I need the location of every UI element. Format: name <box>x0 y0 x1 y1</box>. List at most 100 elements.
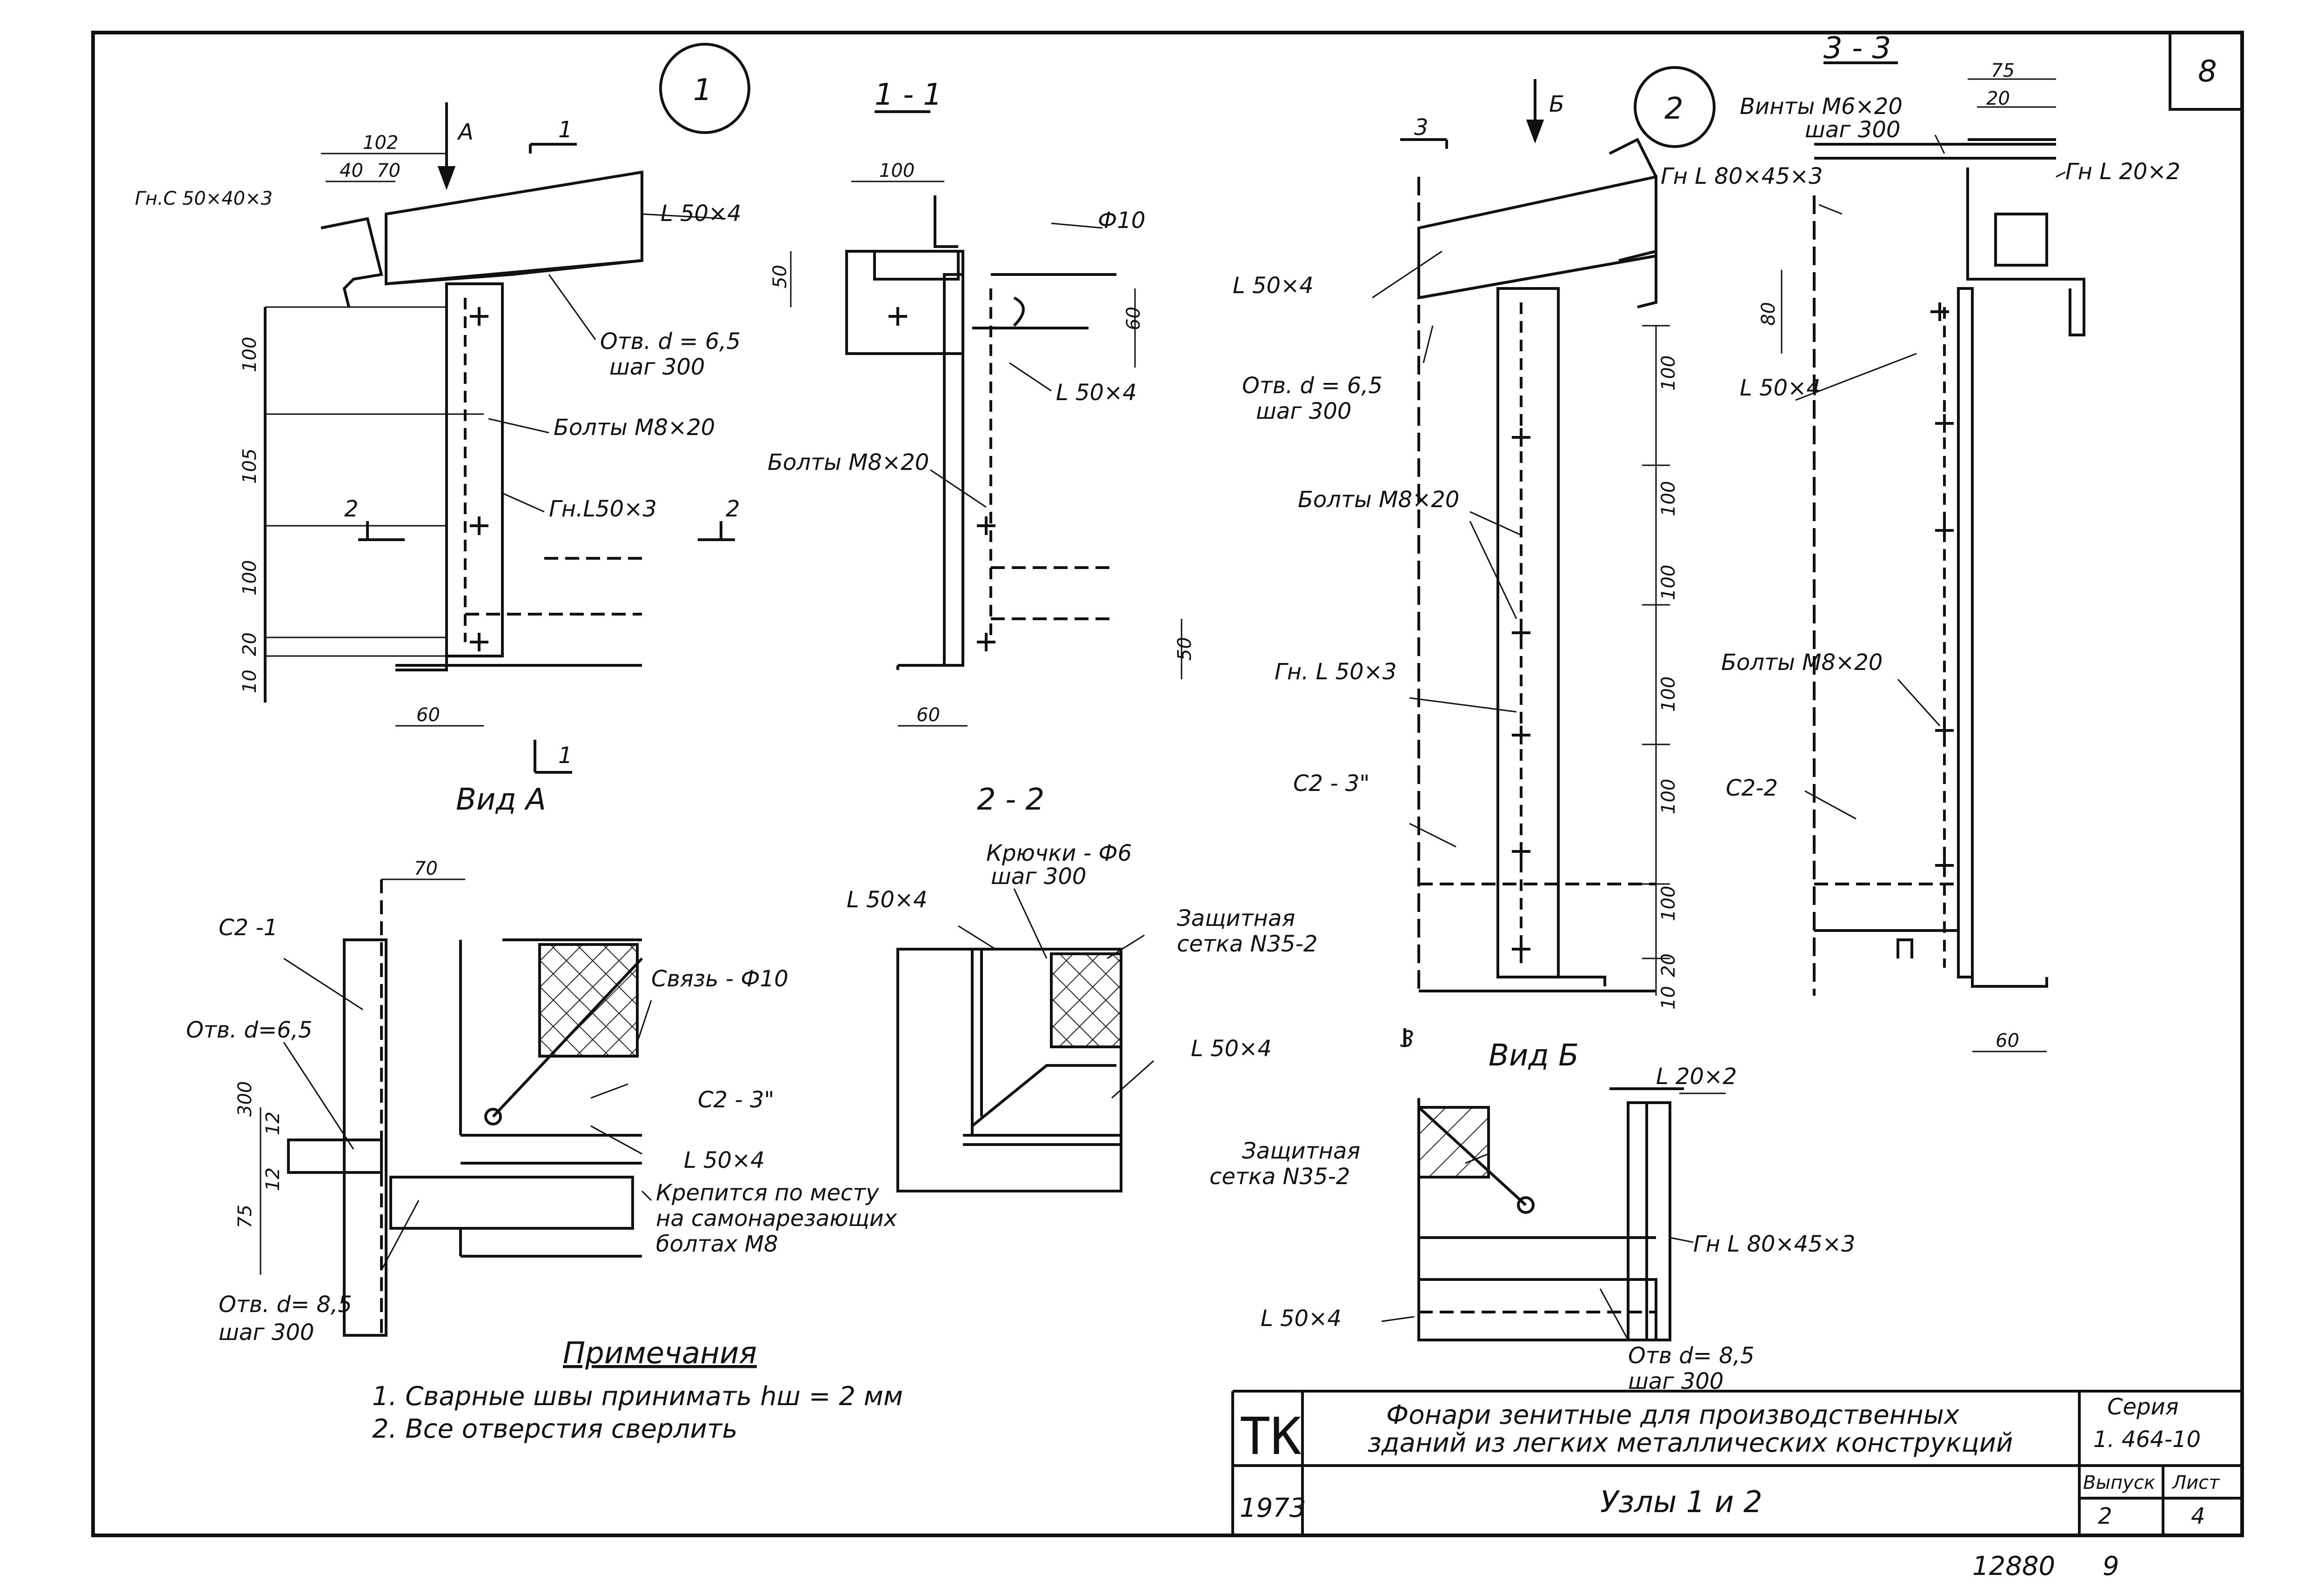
n2-gn-angle: Гн. L 50×3 <box>1275 659 1396 685</box>
n2-dim-100c: 100 <box>1658 565 1679 600</box>
n2-hole-step: шаг 300 <box>1256 398 1351 424</box>
title-description-2: зданий из легких металлических конструкц… <box>1368 1428 2013 1458</box>
title-series-value: 1. 464-10 <box>2093 1427 2201 1453</box>
node1-drawing <box>264 43 750 774</box>
node2-label: 2 <box>1664 92 1683 126</box>
node1-bolts: Болты М8×20 <box>554 415 715 441</box>
n2-dim-100b: 100 <box>1658 481 1679 516</box>
s33-gn-20: Гн L 20×2 <box>2065 159 2180 185</box>
section-2-2-title: 2 - 2 <box>977 783 1044 817</box>
node2-section-3-top: 3 <box>1414 114 1429 141</box>
node2-labels: 2 Б 3 3 100 100 100 100 100 100 20 10 L … <box>1233 91 1683 1052</box>
view-A-labels: Вид А 70 300 12 12 75 С2 -1 Отв. d=6,5 С… <box>186 783 897 1346</box>
view-B-drawing <box>1381 1087 1726 1341</box>
sheet-number-box <box>2169 31 2244 111</box>
vA-fix-note-3: болтах М8 <box>656 1231 778 1257</box>
s33-dim-75: 75 <box>1991 60 2015 81</box>
s11-angle: L 50×4 <box>1056 380 1137 406</box>
notes: Примечания 1. Сварные швы принимать hш =… <box>372 1336 903 1444</box>
n2-dim-10: 10 <box>1658 986 1679 1010</box>
title-drawing-name: Узлы 1 и 2 <box>1600 1485 1763 1520</box>
s33-screws: Винты М6×20 <box>1740 94 1903 120</box>
vA-hole2-step: шаг 300 <box>219 1319 314 1346</box>
vA-c2-3: С2 - 3" <box>698 1087 775 1113</box>
vA-hole2: Отв. d= 8,5 <box>219 1292 352 1318</box>
section-1-1-labels: 1 - 1 100 50 60 50 60 Ф10 L 50×4 Болты М… <box>768 78 1195 726</box>
node1-section-1-top: 1 <box>558 117 573 143</box>
n2-angle: L 50×4 <box>1233 273 1314 299</box>
title-year: 1973 <box>1240 1493 1306 1523</box>
vA-tie: Связь - Ф10 <box>651 966 788 992</box>
s33-angle: L 50×4 <box>1740 375 1821 401</box>
node1-labels: 1 102 40 70 100 105 100 20 10 60 А 1 1 2… <box>135 73 741 769</box>
notes-item-1: 1. Сварные швы принимать hш = 2 мм <box>372 1381 903 1412</box>
node1-dim-20: 20 <box>239 632 260 656</box>
node1-dim-60: 60 <box>416 704 440 726</box>
vA-fix-note-1: Крепится по месту <box>656 1180 879 1206</box>
s11-dim-100: 100 <box>879 160 915 181</box>
s11-dim-50: 50 <box>769 265 791 288</box>
s33-dim-60: 60 <box>1996 1030 2019 1052</box>
vA-dim-12a: 12 <box>262 1112 284 1135</box>
bottom-suffix: 9 <box>2103 1551 2119 1581</box>
node1-dim-102: 102 <box>363 132 398 154</box>
node1-section-2-left: 2 <box>344 496 359 522</box>
s33-c2-2: С2-2 <box>1726 775 1778 801</box>
s11-dim-50b: 50 <box>1174 637 1195 661</box>
s22-angle-top: L 50×4 <box>847 887 928 913</box>
section-2-2-drawing <box>896 888 1154 1192</box>
view-arrow-A-label: А <box>457 119 474 145</box>
title-org: ТК <box>1240 1406 1301 1466</box>
s11-dim-60: 60 <box>1123 307 1144 330</box>
title-description-1: Фонари зенитные для производственных <box>1386 1400 1960 1430</box>
node1-dim-70: 70 <box>377 160 401 181</box>
title-issue-label: Выпуск <box>2083 1472 2155 1494</box>
n2-bolts: Болты М8×20 <box>1298 487 1459 513</box>
vA-dim-75: 75 <box>234 1205 256 1228</box>
n2-dim-100d: 100 <box>1658 676 1679 712</box>
node2-drawing <box>1372 66 1716 1047</box>
n2-dim-100e: 100 <box>1658 779 1679 814</box>
section-3-3-drawing <box>1781 61 2085 1052</box>
vB-gn-80: Гн L 80×45×3 <box>1693 1231 1856 1257</box>
title-block <box>1231 1390 2242 1535</box>
section-3-3-title: 3 - 3 <box>1823 31 1891 66</box>
s33-dim-80: 80 <box>1758 302 1779 326</box>
notes-title: Примечания <box>563 1336 757 1371</box>
vA-c2-1: С2 -1 <box>219 915 278 941</box>
notes-item-2: 2. Все отверстия сверлить <box>372 1414 737 1444</box>
node1-gn-angle: Гн.L50×3 <box>549 496 657 522</box>
vA-fix-note-2: на самонарезающих <box>656 1206 897 1232</box>
node1-dim-100b: 100 <box>239 560 260 596</box>
view-A-title: Вид А <box>456 783 546 817</box>
node1-dim-10: 10 <box>239 670 260 693</box>
bottom-number: 12880 <box>1972 1551 2055 1581</box>
n2-c2-3: С2 - 3" <box>1293 770 1370 797</box>
s11-bolts: Болты М8×20 <box>768 449 929 476</box>
s33-bolts: Болты М8×20 <box>1721 650 1883 676</box>
n2-dim-100f: 100 <box>1658 886 1679 921</box>
node1-angle: L 50×4 <box>661 201 741 227</box>
vB-angle50: L 50×4 <box>1261 1306 1342 1332</box>
vA-dim-70: 70 <box>414 858 438 879</box>
title-series-label: Серия <box>2107 1394 2179 1420</box>
n2-hole: Отв. d = 6,5 <box>1242 373 1382 399</box>
vA-dim-12b: 12 <box>262 1167 284 1191</box>
section-1-1-title: 1 - 1 <box>875 78 942 112</box>
node2-section-3-bottom: 3 <box>1400 1026 1415 1052</box>
section-1-1-drawing <box>790 110 1182 727</box>
sheet-number: 8 <box>2198 54 2217 89</box>
vA-angle: L 50×4 <box>684 1147 765 1173</box>
vB-mesh: Защитная <box>1242 1138 1360 1164</box>
n2-dim-20: 20 <box>1658 953 1679 977</box>
title-sheet-label: Лист <box>2171 1472 2220 1494</box>
vB-mesh2: сетка N35-2 <box>1209 1164 1350 1190</box>
n2-dim-100a: 100 <box>1658 355 1679 391</box>
vB-angle20: L 20×2 <box>1656 1064 1737 1090</box>
title-sheet-value: 4 <box>2191 1503 2205 1529</box>
s33-gn-80: Гн L 80×45×3 <box>1661 163 1823 189</box>
vB-hole: Отв d= 8,5 <box>1628 1343 1755 1369</box>
title-block-text: ТК 1973 Фонари зенитные для производстве… <box>1240 1394 2220 1529</box>
title-issue-value: 2 <box>2098 1503 2112 1529</box>
node1-section-1-bottom: 1 <box>558 743 573 769</box>
